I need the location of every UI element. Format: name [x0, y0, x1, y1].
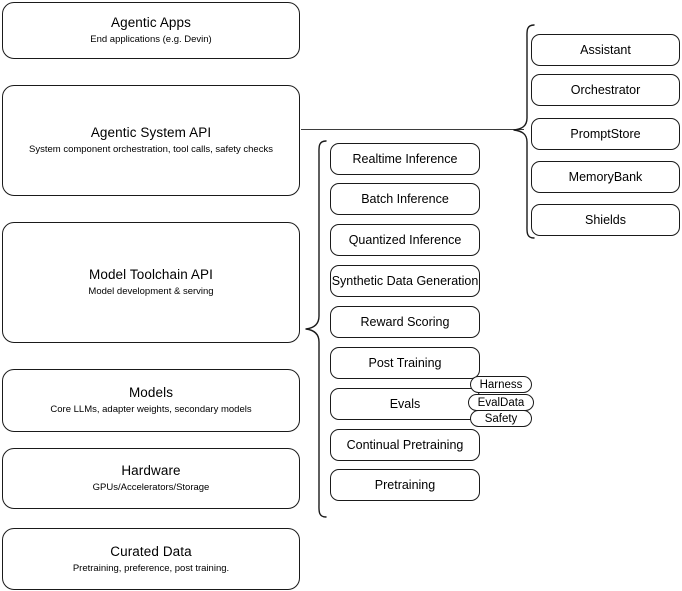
layer-title: Model Toolchain API [89, 267, 213, 282]
eval-pill-safety[interactable]: Safety [470, 410, 532, 427]
layer-box-curated-data[interactable]: Curated Data Pretraining, preference, po… [2, 528, 300, 590]
eval-pill-label: Harness [479, 378, 523, 391]
capability-batch-inference[interactable]: Batch Inference [330, 183, 480, 215]
capability-pretraining[interactable]: Pretraining [330, 469, 480, 501]
component-label: Orchestrator [570, 83, 641, 97]
component-label: Assistant [580, 43, 631, 57]
capability-realtime-inference[interactable]: Realtime Inference [330, 143, 480, 175]
layer-subtitle: System component orchestration, tool cal… [29, 144, 273, 155]
capability-label: Synthetic Data Generation [331, 274, 479, 288]
capability-continual-pretraining[interactable]: Continual Pretraining [330, 429, 480, 461]
layer-box-model-toolchain-api[interactable]: Model Toolchain API Model development & … [2, 222, 300, 343]
layer-subtitle: Model development & serving [88, 286, 214, 297]
eval-pill-label: Safety [484, 412, 518, 425]
layer-box-hardware[interactable]: Hardware GPUs/Accelerators/Storage [2, 448, 300, 509]
capability-label: Reward Scoring [360, 315, 450, 329]
layer-title: Agentic System API [90, 125, 212, 140]
capability-reward-scoring[interactable]: Reward Scoring [330, 306, 480, 338]
component-promptstore[interactable]: PromptStore [531, 118, 680, 150]
eval-pill-evaldata[interactable]: EvalData [468, 394, 534, 411]
component-orchestrator[interactable]: Orchestrator [531, 74, 680, 106]
capability-post-training[interactable]: Post Training [330, 347, 480, 379]
connector-line-system-api-to-components [301, 129, 524, 130]
capability-evals[interactable]: Evals [330, 388, 480, 420]
capability-quantized-inference[interactable]: Quantized Inference [330, 224, 480, 256]
layer-box-models[interactable]: Models Core LLMs, adapter weights, secon… [2, 369, 300, 432]
layer-box-agentic-apps[interactable]: Agentic Apps End applications (e.g. Devi… [2, 2, 300, 59]
brace-model-toolchain-capabilities [304, 140, 328, 518]
layer-subtitle: End applications (e.g. Devin) [90, 34, 212, 45]
brace-agentic-system-components [512, 24, 536, 240]
layer-subtitle: Pretraining, preference, post training. [72, 562, 230, 574]
layer-subtitle: Core LLMs, adapter weights, secondary mo… [50, 404, 252, 415]
capability-label: Batch Inference [361, 192, 449, 206]
component-label: Shields [585, 213, 626, 227]
component-shields[interactable]: Shields [531, 204, 680, 236]
layer-box-agentic-system-api[interactable]: Agentic System API System component orch… [2, 85, 300, 196]
eval-pill-harness[interactable]: Harness [470, 376, 532, 393]
component-memorybank[interactable]: MemoryBank [531, 161, 680, 193]
capability-label: Post Training [368, 356, 442, 370]
capability-label: Continual Pretraining [346, 438, 464, 452]
capability-label: Evals [389, 397, 421, 411]
component-assistant[interactable]: Assistant [531, 34, 680, 66]
component-label: MemoryBank [568, 170, 643, 184]
layer-subtitle: GPUs/Accelerators/Storage [92, 482, 210, 493]
component-label: PromptStore [570, 127, 641, 141]
capability-label: Pretraining [374, 478, 436, 492]
eval-pill-label: EvalData [477, 396, 525, 409]
capability-synthetic-data-generation[interactable]: Synthetic Data Generation [330, 265, 480, 297]
layer-title: Models [128, 385, 174, 400]
layer-title: Agentic Apps [110, 15, 191, 30]
layer-title: Hardware [121, 463, 181, 478]
capability-label: Quantized Inference [348, 233, 462, 247]
layer-title: Curated Data [110, 543, 192, 559]
capability-label: Realtime Inference [352, 152, 458, 166]
